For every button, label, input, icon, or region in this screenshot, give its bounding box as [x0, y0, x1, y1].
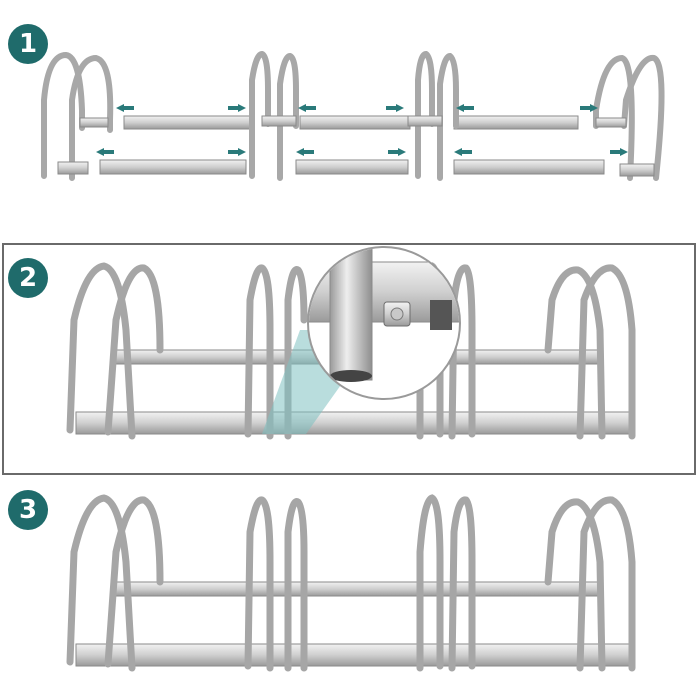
step-2-badge: 2: [8, 258, 48, 298]
arrow-right-icon: [228, 104, 246, 112]
arrow-left-icon: [454, 148, 472, 156]
arrow-right-icon: [388, 148, 406, 156]
crossbar-lower-3: [453, 159, 605, 175]
hoop-left: [41, 51, 114, 181]
arrow-left-icon: [296, 148, 314, 156]
arrow-left-icon: [96, 148, 114, 156]
base-rail: [75, 643, 633, 667]
crossbar-lower-2: [295, 159, 409, 175]
step-2-number: 2: [18, 263, 38, 293]
hoop-middle-right: [415, 50, 459, 181]
base-stub-right: [619, 163, 655, 177]
joint-upper-mid-right: [407, 115, 443, 127]
step-1-number: 1: [18, 29, 38, 59]
step-3-badge: 3: [8, 490, 48, 530]
arrow-left-icon: [298, 104, 316, 112]
base-stub-left: [57, 161, 89, 175]
step-1-exploded-parts: [41, 50, 665, 181]
upper-stub-right: [595, 117, 627, 128]
arrow-left-icon: [116, 104, 134, 112]
arrow-right-icon: [580, 104, 598, 112]
crossbar-upper-1: [123, 115, 255, 130]
hoop-right: [593, 54, 665, 181]
crossbar-lower-1: [99, 159, 247, 175]
zoom-detail: [307, 246, 461, 400]
hoops-step-2: [66, 262, 636, 440]
arrow-left-icon: [456, 104, 474, 112]
hoop-middle-left: [249, 50, 299, 181]
arrow-right-icon: [610, 148, 628, 156]
upper-rail: [111, 581, 603, 597]
step-1-badge: 1: [8, 24, 48, 64]
assembly-arrows: [96, 104, 628, 156]
joint-upper-mid-left: [261, 115, 297, 127]
step-3-number: 3: [18, 495, 38, 525]
crossbar-upper-2: [299, 115, 411, 130]
step-2-assembled-rack: [66, 246, 636, 440]
step-2-panel: [2, 243, 696, 475]
hoops-step-3: [66, 494, 636, 672]
base-rail: [75, 411, 633, 435]
upper-stub-left: [79, 117, 109, 128]
arrow-right-icon: [228, 148, 246, 156]
arrow-right-icon: [386, 104, 404, 112]
crossbar-upper-3: [453, 115, 579, 130]
step-3-assembled-rack: [66, 494, 636, 672]
